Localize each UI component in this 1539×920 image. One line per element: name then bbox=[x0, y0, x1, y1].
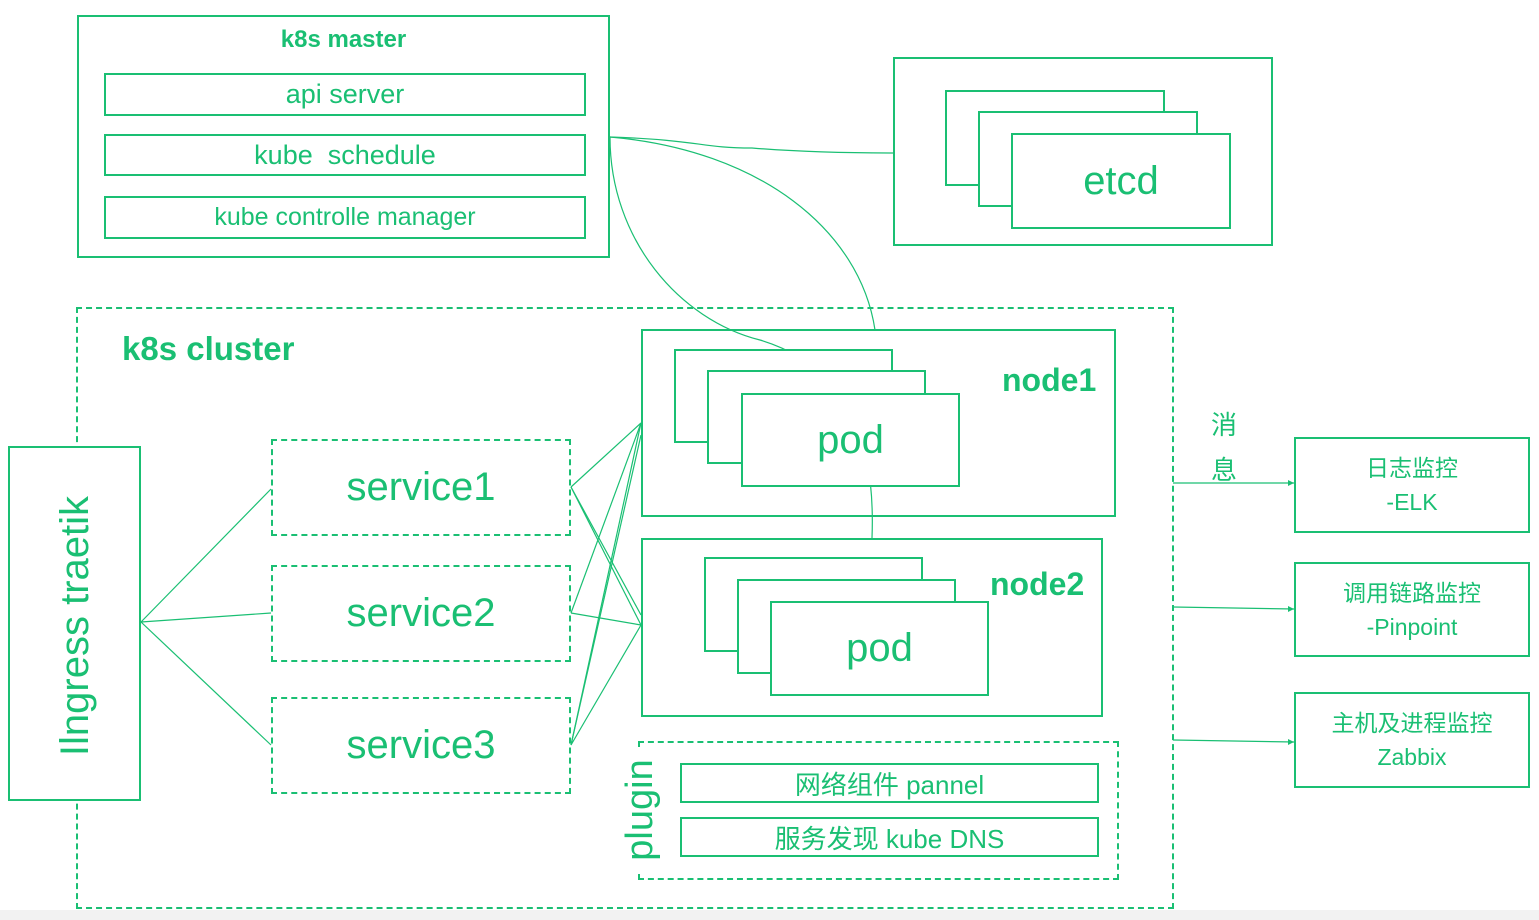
master-title: k8s master bbox=[280, 26, 407, 53]
arrow-elk-icon bbox=[1288, 480, 1294, 486]
s2-node2-link bbox=[570, 612, 642, 626]
s1-node1-link bbox=[570, 422, 642, 488]
s3-node1-link-b bbox=[570, 434, 642, 746]
monitor-pinpoint-tool: -Pinpoint bbox=[1366, 613, 1458, 640]
s3-node2-link bbox=[570, 624, 642, 746]
node2-box bbox=[641, 538, 1103, 717]
monitor-pinpoint-box: 调用链路监控 -Pinpoint bbox=[1294, 562, 1530, 657]
s1-node2-link bbox=[570, 486, 642, 626]
service3-box: service3 bbox=[271, 697, 571, 794]
node2-pod-front: pod bbox=[770, 601, 989, 696]
s1-node2-link-b bbox=[570, 486, 642, 616]
ingress-service3-link bbox=[140, 621, 272, 746]
monitor-elk-title: 日志监控 bbox=[1366, 455, 1458, 481]
monitor-elk-box: 日志监控 -ELK bbox=[1294, 437, 1530, 533]
monitor-zabbix-title: 主机及进程监控 bbox=[1331, 710, 1493, 736]
plugin-box bbox=[638, 741, 1119, 880]
node1-box bbox=[641, 329, 1116, 517]
cluster-pinpoint-link bbox=[1172, 606, 1295, 610]
bottom-band bbox=[0, 910, 1539, 920]
master-box bbox=[77, 15, 610, 258]
etcd-card-front: etcd bbox=[1011, 133, 1231, 229]
node2-label: node2 bbox=[990, 566, 1085, 602]
ingress-box bbox=[8, 446, 141, 801]
master-etcd-link bbox=[609, 136, 894, 154]
s2-node1-link bbox=[570, 422, 642, 614]
service1-box: service1 bbox=[271, 439, 571, 536]
plugin-item-dns: 服务发现 kube DNS bbox=[680, 817, 1099, 857]
master-item-schedule: kube schedule bbox=[104, 134, 586, 176]
plugin-item-network: 网络组件 pannel bbox=[680, 763, 1099, 803]
ingress-service1-link bbox=[140, 488, 272, 623]
monitor-pinpoint-title: 调用链路监控 bbox=[1343, 579, 1481, 606]
etcd-box bbox=[893, 57, 1273, 246]
ingress-service2-link bbox=[140, 612, 272, 623]
arrow-zabbix-icon bbox=[1288, 739, 1294, 745]
message-label-2: 息 bbox=[1211, 455, 1238, 485]
master-node1-link bbox=[609, 136, 876, 331]
master-item-api-server: api server bbox=[104, 73, 586, 116]
monitor-zabbix-tool: Zabbix bbox=[1377, 744, 1447, 770]
plugin-label: plugin bbox=[619, 750, 661, 870]
monitor-elk-tool: -ELK bbox=[1386, 489, 1438, 515]
monitor-zabbix-box: 主机及进程监控 Zabbix bbox=[1294, 692, 1530, 788]
master-item-controller: kube controlle manager bbox=[104, 196, 586, 239]
cluster-title: k8s cluster bbox=[122, 330, 295, 367]
node1-label: node1 bbox=[1002, 362, 1097, 398]
service2-box: service2 bbox=[271, 565, 571, 662]
message-label-1: 消 bbox=[1211, 410, 1238, 440]
node1-pod-front: pod bbox=[741, 393, 960, 487]
ingress-label: Ilngress traetik bbox=[52, 495, 97, 757]
cluster-zabbix-link bbox=[1172, 739, 1295, 743]
arrow-pinpoint-icon bbox=[1288, 606, 1294, 612]
